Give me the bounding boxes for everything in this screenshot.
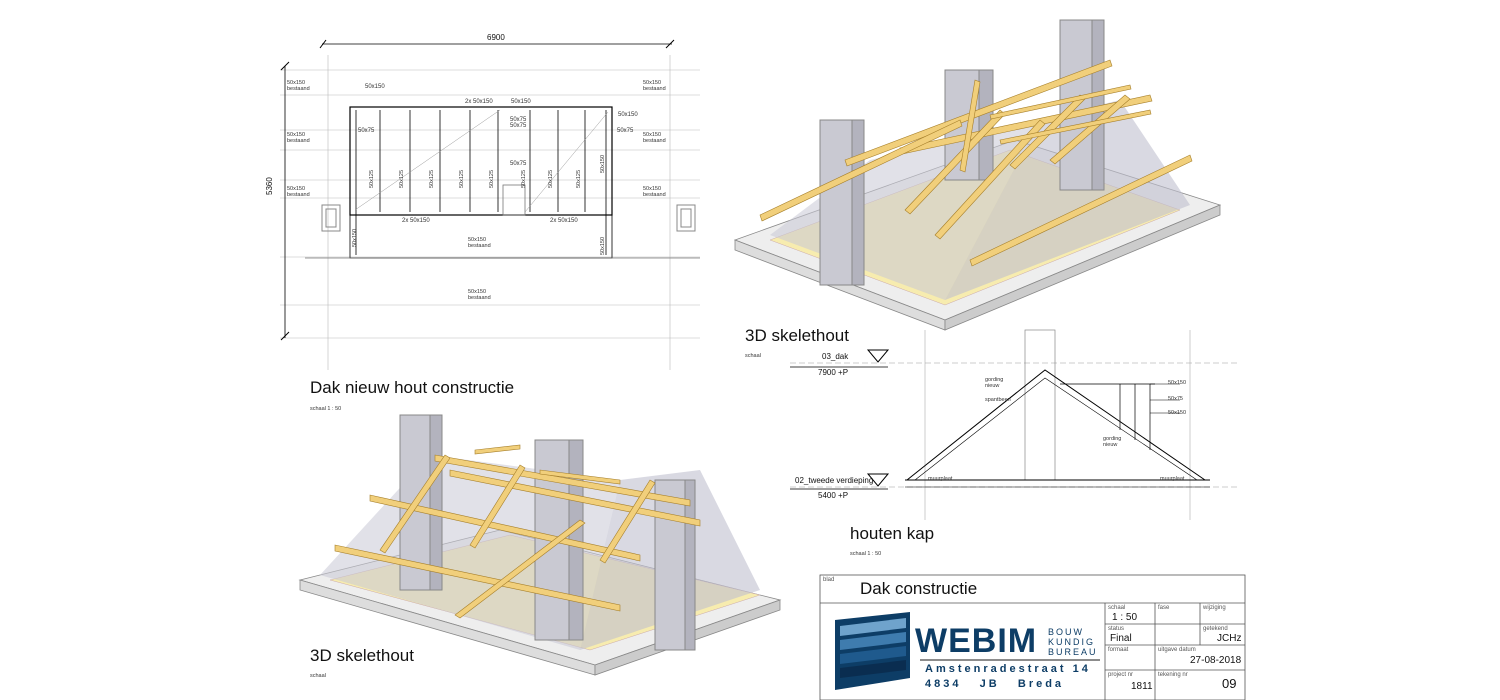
tb-tekening-value: 09 [1222,676,1237,691]
plan-scale: schaal 1 : 50 [310,406,342,412]
tb-tekening-label: tekening nr [1158,672,1188,678]
tb-getekend-label: getekend [1203,626,1228,632]
stud-label: 50x125 [369,169,375,188]
address-line-1: Amstenradestraat 14 [925,663,1091,675]
level-bottom-name: 02_tweede verdieping [795,476,874,485]
tb-uitgave-value: 27-08-2018 [1190,655,1242,666]
tb-status-value: Final [1110,633,1132,644]
iso-top-scale: schaal [745,353,761,359]
tb-status-label: status [1108,626,1125,632]
member-label: 2x 50x150 [465,99,493,105]
iso-view-bottom [298,414,782,676]
stud-label: 50x125 [521,169,527,188]
tb-schaal-label: schaal [1108,605,1126,611]
section-scale: schaal 1 : 50 [850,551,882,557]
gording-label: gording nieuw [1103,436,1122,448]
member-label: 50x75 [510,161,527,167]
member-label: 50x75 [358,128,375,134]
tb-getekend-value: JCHz [1217,633,1242,644]
roof-plan [280,39,700,370]
tb-fase-label: fase [1158,605,1170,611]
stud-label: 50x125 [399,169,405,188]
tb-uitgave-label: uitgave datum [1158,647,1196,653]
section-title: houten kap [850,524,935,543]
plan-height-dimension: 5360 [265,177,274,195]
webim-logo-text: WEBIM [915,622,1038,660]
stud-label: 50x125 [489,169,495,188]
tb-project-label: project nr [1108,672,1134,678]
tb-blad-label: blad [823,577,835,583]
member-label: 50x75 [617,128,634,134]
muurplaat-label: muurplaat [928,476,953,482]
webim-logo-subtitle: BOUW KUNDIG BUREAU [1048,627,1098,657]
stud-label: 50x125 [429,169,435,188]
section-view [790,329,1240,520]
iso-view-top [733,19,1222,331]
plan-width-dimension: 6900 [487,33,505,42]
tb-blad-value: Dak constructie [860,579,978,598]
stud-label: 50x150 [600,154,606,173]
tb-formaat-label: formaat [1108,647,1129,653]
member-label: 50x75 [510,123,527,129]
stud-label: 50x125 [548,169,554,188]
tb-project-value: 1811 [1131,681,1153,692]
section-dim: 50x150 [1168,410,1187,416]
tb-schaal-value: 1 : 50 [1112,612,1138,623]
stud-label: 50x125 [576,169,582,188]
webim-logo-mark [835,612,910,690]
plan-title: Dak nieuw hout constructie [310,378,515,397]
iso-bottom-title: 3D skelethout [310,646,414,665]
level-top-value: 7900 +P [818,368,849,377]
member-label: 2x 50x150 [550,218,578,224]
member-label: 50x150 [365,84,385,90]
tb-wijziging-label: wijziging [1203,605,1226,611]
address-line-2: 4834 JB Breda [925,678,1065,690]
member-label: 2x 50x150 [402,218,430,224]
section-dim: 50x75 [1168,396,1183,402]
stud-label: 50x150 [352,228,358,247]
member-label: 50x150 [618,112,638,118]
title-block [819,574,1246,700]
iso-top-title: 3D skelethout [745,326,849,345]
section-dim: 50x150 [1168,380,1187,386]
member-label: 50x75 [510,117,527,123]
spantbeen-label: spantbeen [985,397,1011,403]
stud-label: 50x150 [600,236,606,255]
level-bottom-value: 5400 +P [818,491,849,500]
muurplaat-label: muurplaat [1160,476,1185,482]
iso-bottom-scale: schaal [310,673,326,679]
gording-label: gording nieuw [985,377,1004,389]
level-top-name: 03_dak [822,352,849,361]
member-label: 50x150 [511,99,531,105]
stud-label: 50x125 [459,169,465,188]
